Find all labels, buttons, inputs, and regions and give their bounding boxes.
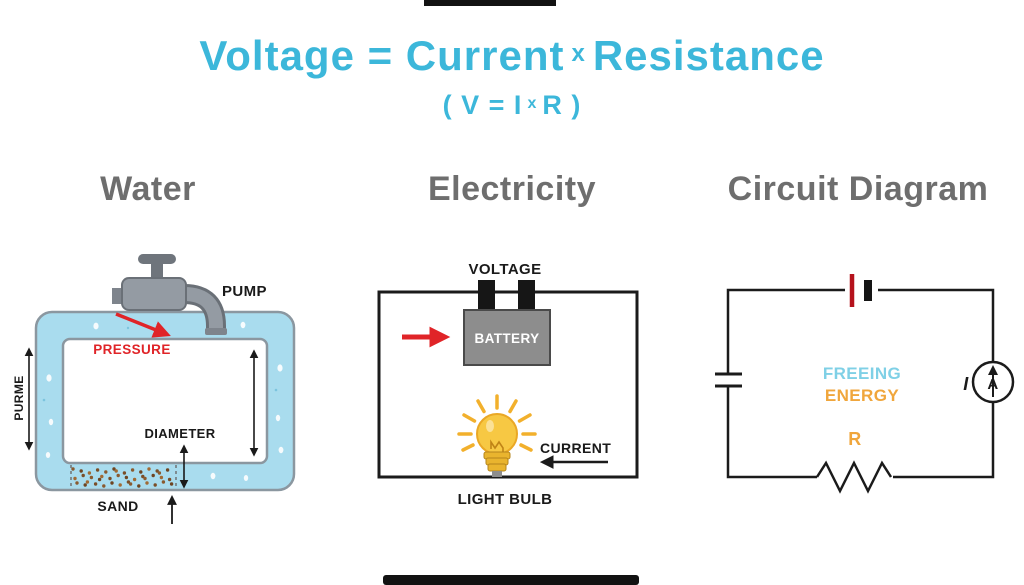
bulb-rays — [457, 394, 537, 452]
water-analogy-diagram: PUMP PRESSURE PURME DIAMETER SAND — [12, 254, 296, 524]
resistor-symbol — [815, 460, 893, 494]
pipe-side-label: PURME — [12, 375, 26, 420]
battery-negative-plate — [864, 280, 872, 301]
bulb-base — [483, 451, 511, 477]
freeing-text: FREEING — [823, 364, 901, 383]
current-symbol: I — [963, 374, 969, 394]
circuit-schematic: A I FREEING ENERGY R — [715, 274, 1015, 494]
water-speckles — [42, 326, 278, 402]
light-bulb-label: LIGHT BULB — [458, 491, 553, 508]
bottom-crop-artifact — [383, 575, 639, 585]
water-droplets — [45, 321, 284, 481]
pump-label: PUMP — [222, 283, 267, 300]
energy-text: ENERGY — [825, 386, 899, 405]
formula-right: R ) — [542, 90, 582, 120]
battery-body — [463, 309, 551, 366]
top-crop-artifact — [424, 0, 556, 6]
faucet-flange — [205, 328, 227, 335]
water-pipe-loop — [34, 310, 296, 492]
battery: BATTERY — [463, 280, 551, 366]
faucet-spout — [183, 287, 223, 334]
column-heading-electricity: Electricity — [427, 170, 597, 208]
battery-symbol — [849, 274, 872, 307]
resistance-symbol: R — [848, 429, 861, 449]
schematic-wires — [726, 288, 995, 494]
formula-left: ( V = I — [442, 90, 523, 120]
battery-label: BATTERY — [474, 331, 539, 346]
current-label: CURRENT — [540, 440, 611, 456]
pressure-arrow — [115, 312, 171, 338]
capacitor-symbol — [715, 372, 742, 388]
battery-terminal-left — [478, 280, 495, 312]
title-text-right: Resistance — [592, 32, 825, 79]
bulb-glass — [476, 413, 518, 455]
sand-label: SAND — [97, 498, 138, 514]
sand-particles — [71, 467, 174, 488]
electric-circuit-diagram: VOLTAGE BATTERY CURRENT — [377, 261, 639, 508]
voltage-label: VOLTAGE — [468, 261, 541, 278]
circuit-loop-wire — [377, 290, 639, 479]
multiply-sign: x — [571, 40, 586, 67]
column-heading-water: Water — [100, 170, 196, 208]
battery-terminal-right — [518, 280, 535, 312]
bulb-filament — [490, 439, 504, 455]
formula-multiply-sign: x — [527, 95, 538, 112]
ammeter: A — [971, 360, 1015, 404]
light-bulb — [457, 394, 537, 477]
faucet-handle — [138, 254, 176, 264]
faucet-body — [121, 277, 187, 311]
title-text-left: Voltage = Current — [199, 32, 565, 79]
pressure-label: PRESSURE — [93, 342, 170, 357]
diameter-label: DIAMETER — [144, 426, 215, 441]
column-heading-circuit-diagram: Circuit Diagram — [727, 170, 989, 208]
ammeter-label: A — [987, 376, 998, 393]
sand-region — [70, 465, 177, 488]
bulb-highlight — [486, 420, 494, 432]
pump-faucet — [112, 254, 227, 335]
